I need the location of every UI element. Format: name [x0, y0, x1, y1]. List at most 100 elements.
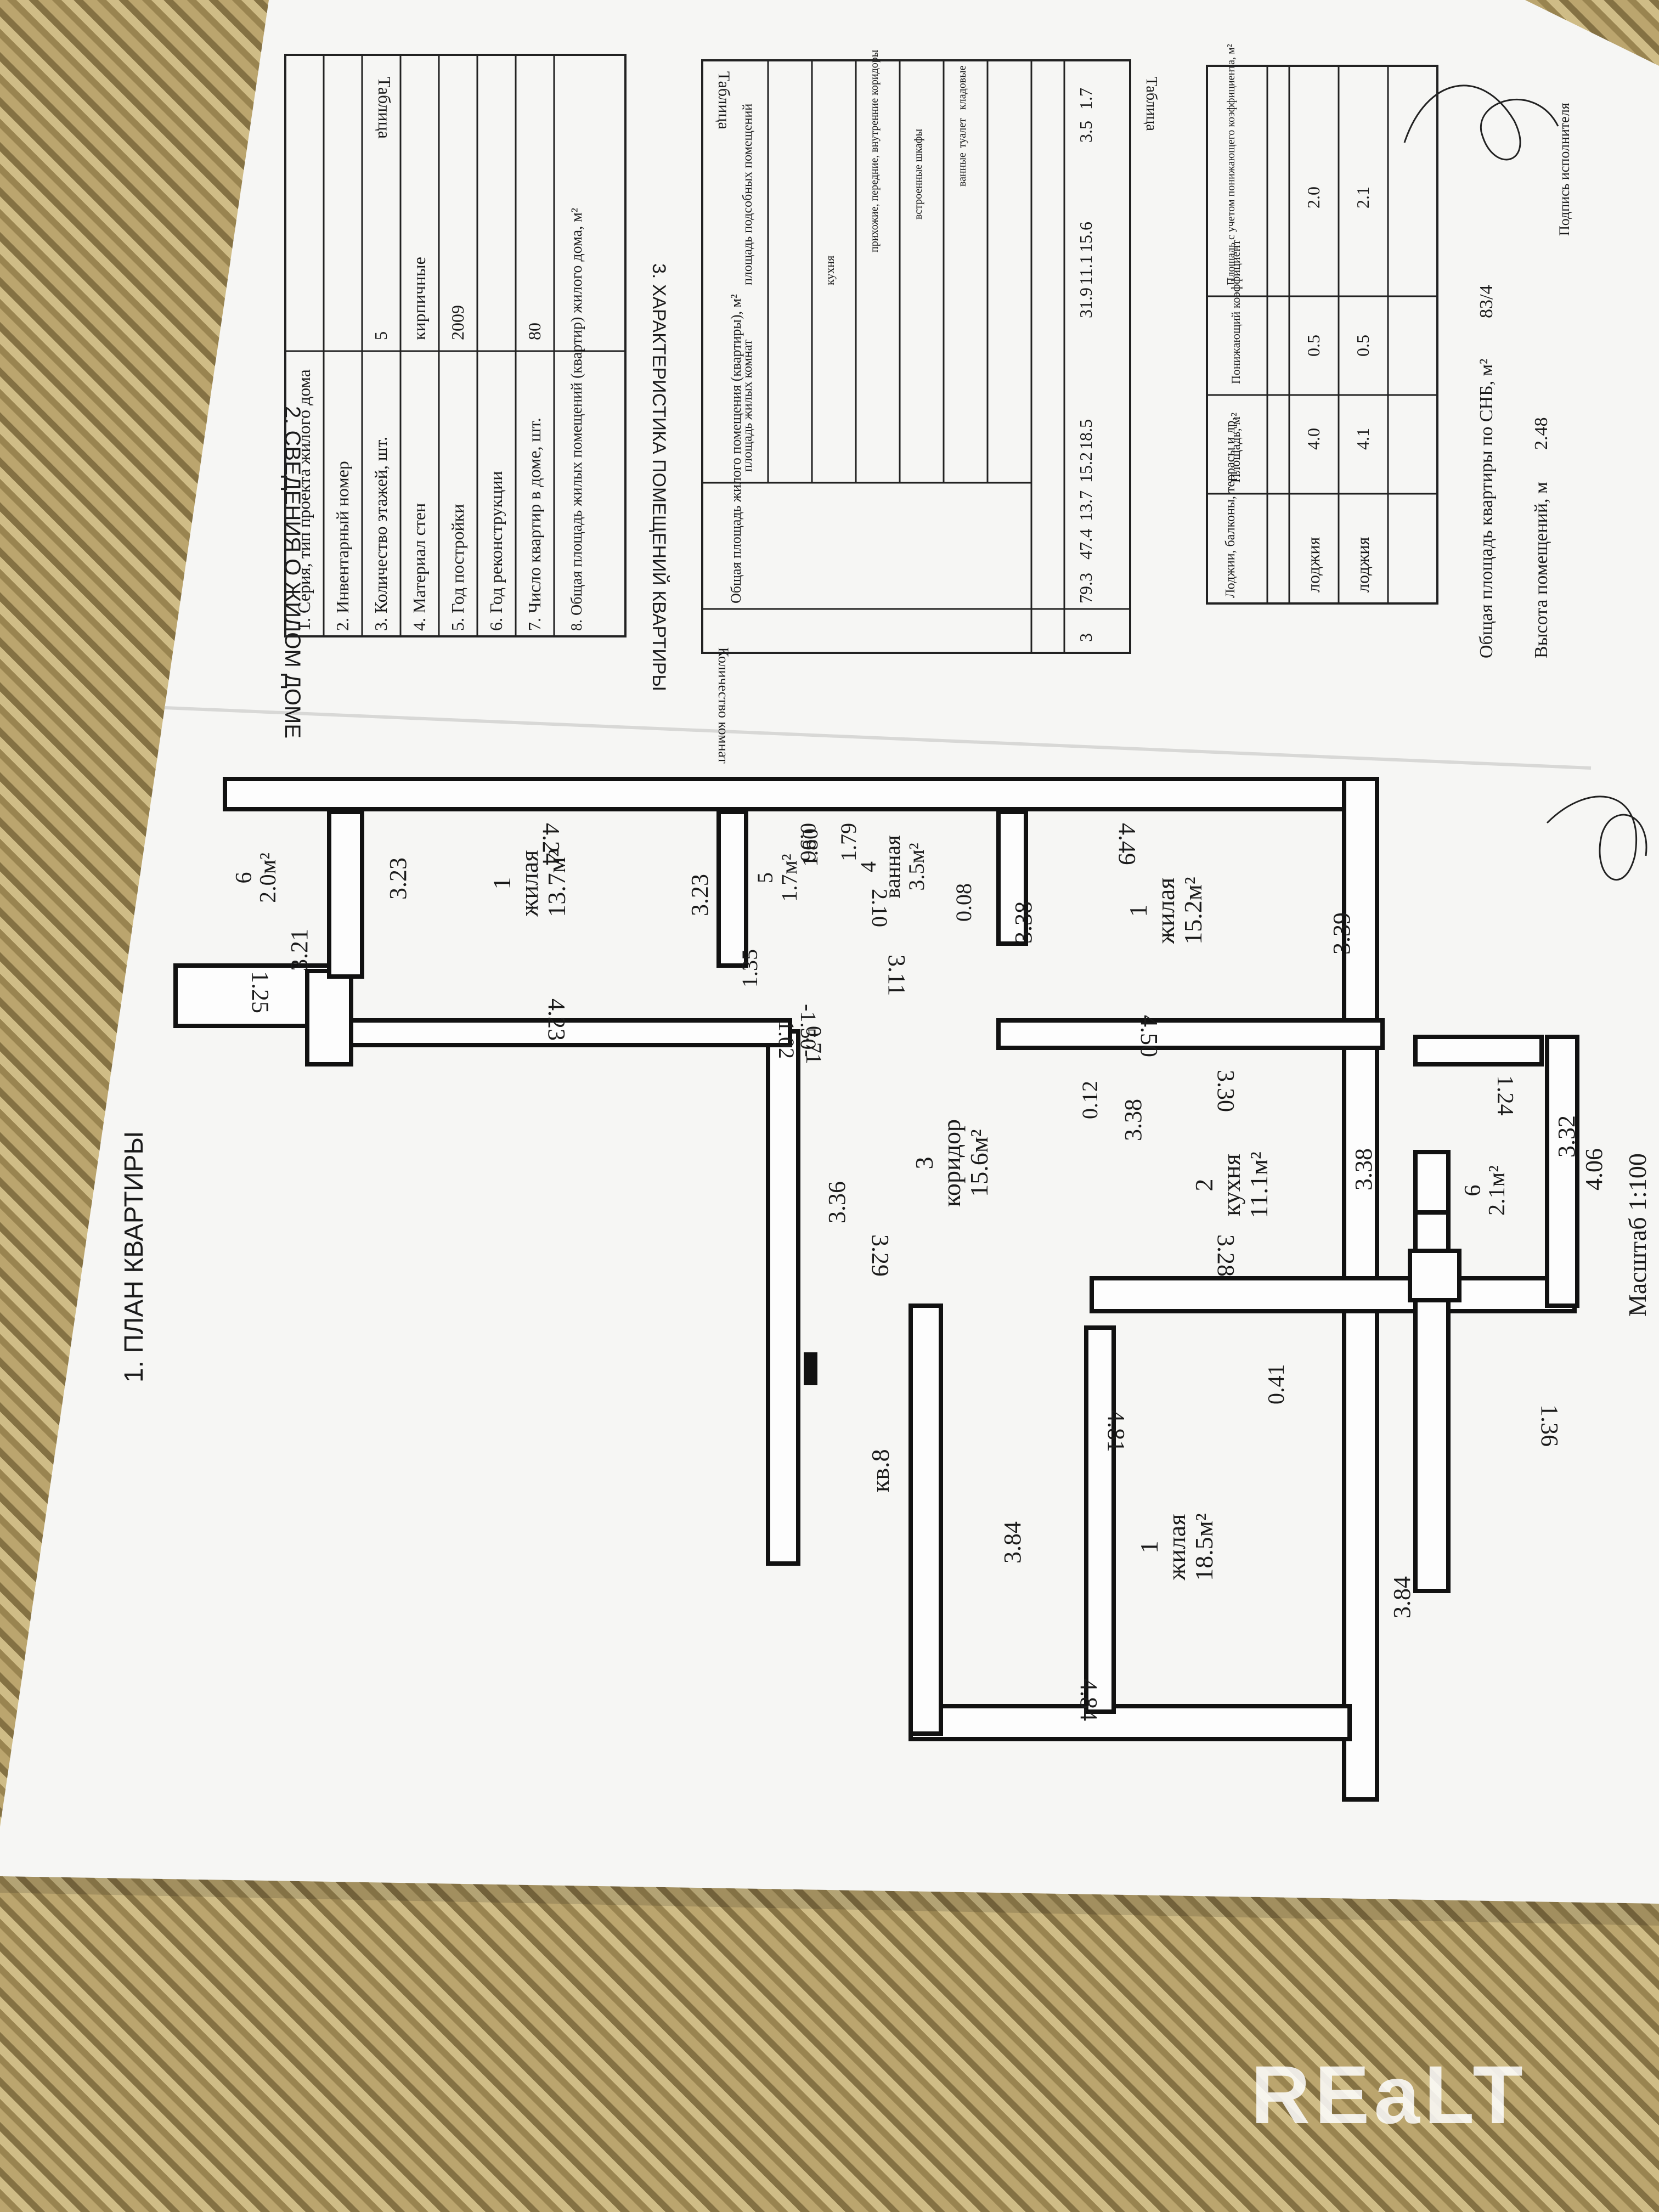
dim-label: 4.23 [543, 998, 570, 1041]
dim-label: 3.11 [883, 955, 910, 996]
svg-text:кухня: кухня [1217, 1154, 1245, 1216]
dim-label: 3.84 [999, 1521, 1026, 1564]
svg-text:3.5: 3.5 [1076, 121, 1096, 143]
loggia-cell: 0.5 [1353, 335, 1373, 357]
house-info-label: 4. Материал стен [409, 503, 429, 631]
room-label-living-15: 1 жилая 15.2м² [1124, 877, 1207, 944]
svg-text:жилая: жилая [1152, 878, 1180, 945]
svg-text:1.7: 1.7 [1076, 88, 1096, 110]
signature-label: Подпись исполнителя [1556, 103, 1572, 236]
header-pantry: кладовые [956, 65, 968, 110]
total-area-value: 83/4 [1476, 285, 1497, 318]
house-info-label: 8. Общая площадь жилых помещений (кварти… [568, 208, 585, 631]
room-label-wc: 5 1.7м² [753, 854, 802, 901]
dim-label: 3.36 [823, 1181, 850, 1223]
plan-title: 1. ПЛАН КВАРТИРЫ [120, 1131, 149, 1383]
dim-label: 1.02 [774, 1020, 799, 1059]
dim-label: 1.35 [737, 949, 762, 988]
dim-label: 4.06 [1581, 1148, 1607, 1190]
loggia-header: Понижающий коэффициент [1229, 240, 1243, 384]
dim-label: 4.81 [1103, 1410, 1130, 1452]
loggia-cell: 2.1 [1353, 187, 1373, 208]
house-info-label: 7. Число квартир в доме, шт. [524, 417, 544, 631]
loggia-cell: 0.5 [1304, 335, 1323, 357]
house-info-value: 5 [371, 331, 391, 340]
dim-label: 0.12 [1077, 1081, 1102, 1119]
loggia-cell: 4.0 [1304, 428, 1323, 450]
header-hall: прихожие, передние, внутренние коридоры [868, 50, 881, 252]
signature-scribble [1546, 795, 1647, 881]
svg-text:18.5: 18.5 [1076, 419, 1096, 450]
dim-label: 3.29 [867, 1234, 894, 1277]
dim-label: 1.25 [247, 971, 274, 1013]
svg-text:18.5м²: 18.5м² [1190, 1513, 1218, 1581]
dim-label: 4.49 [1114, 823, 1141, 865]
svg-text:15.2м²: 15.2м² [1179, 877, 1207, 944]
dim-label: 2.10 [867, 889, 892, 927]
dim-label: 3.38 [1120, 1099, 1147, 1141]
loggia-cell: 4.1 [1353, 428, 1373, 450]
svg-text:2: 2 [1190, 1179, 1218, 1192]
room-label-loggia-1: 6 2.0м² [232, 853, 281, 903]
signature-scribble [1403, 84, 1559, 161]
svg-text:5: 5 [753, 872, 777, 883]
svg-text:11.1: 11.1 [1076, 255, 1096, 285]
characteristics-table-tag: Таблица [715, 71, 733, 129]
dim-label: 4.24 [538, 823, 565, 865]
svg-text:1.7м²: 1.7м² [777, 854, 802, 901]
dim-label: 3.38 [1010, 901, 1037, 944]
height-label: Высота помещений, м [1531, 482, 1551, 658]
svg-text:3: 3 [910, 1157, 938, 1170]
loggia-header: Площадь, м² [1229, 413, 1243, 483]
header-wc: туалет [956, 118, 968, 148]
floor-plan: 1. ПЛАН КВАРТИРЫ Масштаб 1:100 1 жилая 1… [120, 777, 1651, 1802]
dim-label: 1.79 [836, 823, 861, 861]
svg-text:4: 4 [856, 861, 881, 872]
house-info-label: 6. Год реконструкции [486, 471, 506, 631]
house-info-value: кирпичные [409, 257, 429, 340]
svg-text:жилая: жилая [1163, 1514, 1190, 1581]
dim-label: 3.21 [286, 929, 313, 971]
header-rooms-count: Количество комнат [715, 647, 731, 764]
dim-label: 3.38 [1350, 1148, 1377, 1190]
house-info-table-tag: Таблица [375, 77, 394, 139]
svg-text:1: 1 [488, 877, 516, 890]
svg-text:1: 1 [1124, 905, 1152, 917]
dim-label: 3.30 [1212, 1070, 1239, 1112]
house-info-section: 2. СВЕДЕНИЯ О ЖИЛОМ ДОМЕ Таблица 1. Сери… [280, 54, 627, 738]
characteristics-title: 3. ХАРАКТЕРИСТИКА ПОМЕЩЕНИЙ КВАРТИРЫ [648, 263, 669, 691]
loggia-header: Площадь с учетом понижающего коэффициент… [1225, 44, 1237, 285]
loggia-cell: лоджия [1353, 537, 1373, 592]
loggia-table-tag: Таблица [1143, 77, 1160, 131]
svg-text:15.6м²: 15.6м² [965, 1129, 993, 1197]
height-value: 2.48 [1531, 417, 1551, 450]
header-aux: площадь подсобных помещений [741, 104, 755, 285]
room-label-kitchen: 2 кухня 11.1м² [1190, 1152, 1273, 1218]
dim-label: 0.41 [1264, 1364, 1289, 1405]
dim-label: 3.84 [1389, 1576, 1415, 1618]
house-info-label: 3. Количество этажей, шт. [371, 437, 391, 631]
room-label-corridor: 3 коридор 15.6м² [910, 1119, 993, 1207]
house-info-label: 1. Серия, тип проекта жилого дома [294, 369, 314, 631]
header-kitchen: кухня [823, 256, 837, 285]
apartment-label: кв.8 [866, 1449, 894, 1492]
characteristics-data-row: 3 79.3 47.4 13.7 15.2 18.5 31.9 11.1 15.… [1076, 88, 1096, 642]
svg-text:15.2: 15.2 [1076, 452, 1096, 483]
svg-text:6: 6 [232, 872, 257, 884]
dim-label: 4.84 [1075, 1679, 1102, 1721]
header-living: площадь жилых комнат [741, 339, 755, 472]
svg-text:3.5м²: 3.5м² [904, 843, 929, 890]
watermark-logo: REaLT [1251, 2049, 1527, 2141]
paper-sheet [0, 0, 1659, 1904]
svg-text:3: 3 [1076, 633, 1096, 642]
room-label-living-13: 1 жилая 13.7м² [488, 849, 571, 917]
house-info-rows: 1. Серия, тип проекта жилого дома 2. Инв… [294, 55, 585, 636]
room-label-living-18: 1 жилая 18.5м² [1135, 1513, 1218, 1581]
dim-label: 3.23 [385, 857, 411, 900]
loggia-header: Лоджии, балконы, террасы и др. [1223, 417, 1238, 598]
svg-text:1: 1 [1135, 1541, 1163, 1554]
loggia-section: Таблица Лоджии, балконы, террасы и др. П… [1143, 44, 1438, 605]
svg-text:2.1м²: 2.1м² [1485, 1165, 1510, 1216]
svg-text:жилая: жилая [515, 850, 543, 917]
